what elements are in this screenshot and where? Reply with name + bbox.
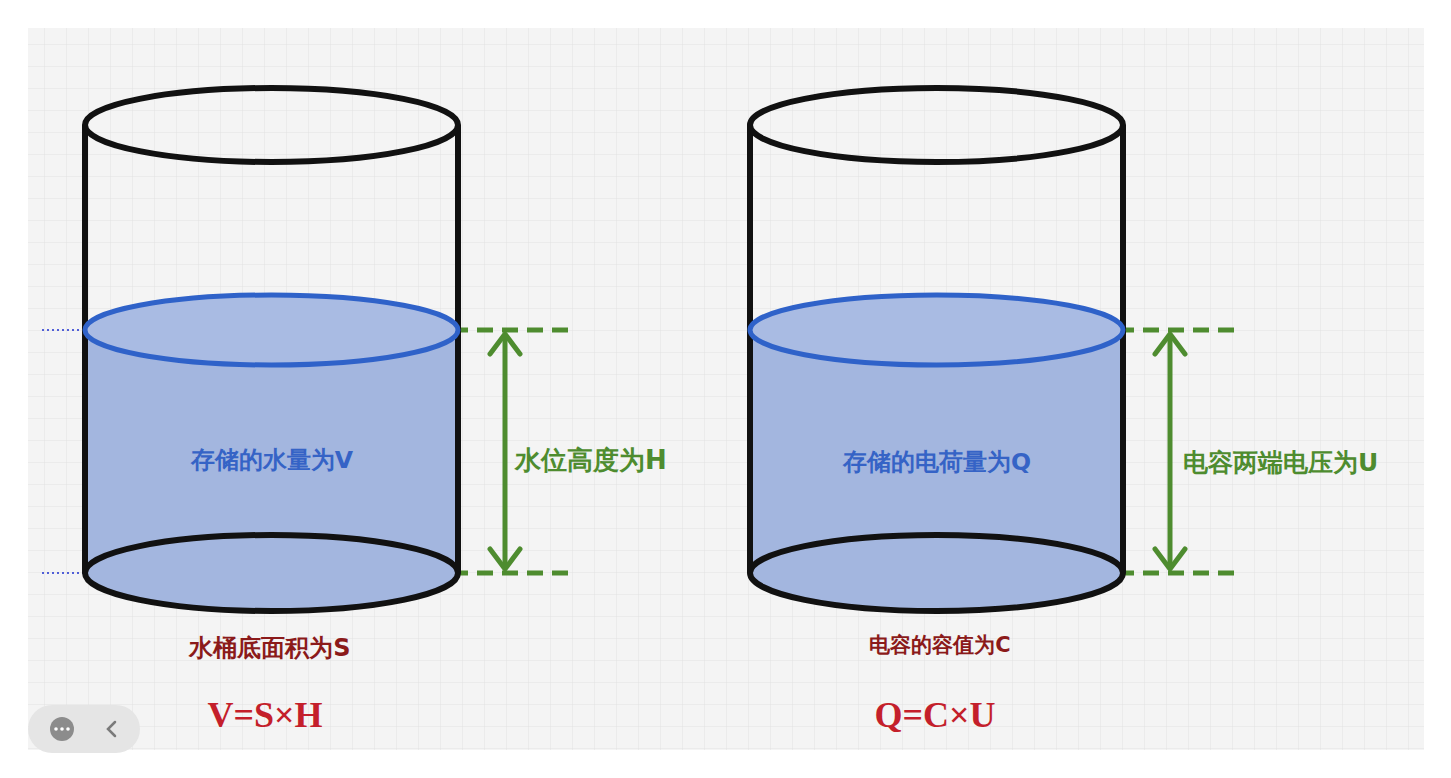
- cylinder-bottom: [750, 535, 1123, 611]
- cylinder-wall: [82, 125, 88, 573]
- cylinder-rim: [85, 88, 458, 162]
- formula: Q=C×U: [874, 694, 995, 736]
- cylinder-wall: [1120, 125, 1126, 573]
- formula: V=S×H: [207, 694, 322, 736]
- dimension-label: 电容两端电压为U: [1183, 446, 1378, 479]
- caption-label: 水桶底面积为S: [189, 632, 350, 664]
- water-surface: [85, 295, 458, 365]
- toolbar-pill: [28, 705, 140, 753]
- cylinder-tank: 存储的水量为V: [80, 80, 464, 620]
- tank-content-text: 存储的电荷量为Q: [745, 446, 1129, 478]
- cylinder-bottom: [85, 535, 458, 611]
- tank-content-text: 存储的水量为V: [80, 444, 464, 476]
- cylinder-wall: [455, 125, 461, 573]
- caption-label: 电容的容值为C: [869, 631, 1010, 659]
- cylinder-rim: [750, 88, 1123, 162]
- cylinder-tank: 存储的电荷量为Q: [745, 80, 1129, 620]
- water-surface: [750, 295, 1123, 365]
- grid: [28, 28, 1424, 750]
- dimension-label: 水位高度为H: [515, 443, 667, 478]
- cylinder-outline: [80, 80, 464, 620]
- cylinder-wall: [747, 125, 753, 573]
- panel: [28, 28, 1424, 750]
- cylinder-outline: [745, 80, 1129, 620]
